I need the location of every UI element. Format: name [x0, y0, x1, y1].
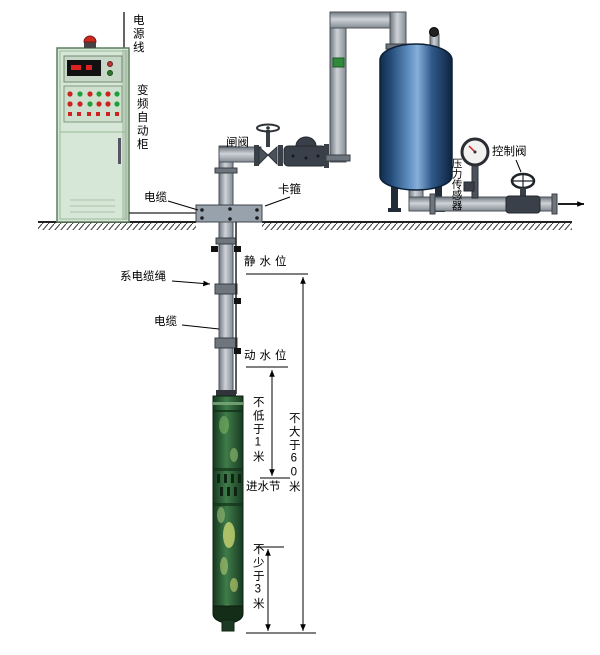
outlet-line: [408, 137, 584, 215]
pressure-sensor-icon: [463, 181, 475, 192]
check-valve-icon: [283, 136, 329, 168]
indicator-lights: [63, 85, 123, 123]
submersible-pump: [212, 390, 244, 632]
wellhead-piping: [214, 145, 262, 223]
dimension-min1m: [260, 370, 290, 479]
label-max-60m: 不大于60米: [287, 412, 300, 494]
tank-top-fitting: [429, 27, 440, 55]
display-panel: [63, 55, 123, 83]
riser-and-top-pipe: [325, 11, 411, 163]
label-gate-valve: 闸阀: [226, 137, 249, 149]
label-cable-lower: 电缆: [154, 316, 177, 328]
dimension-max60m: [246, 277, 316, 634]
leader-lines: [167, 159, 522, 330]
control-cabinet: [56, 35, 130, 223]
pressure-tank: [379, 27, 453, 212]
dimension-min3m: [256, 546, 284, 631]
label-min-1m: 不低于1米: [251, 396, 264, 464]
cable-line: [211, 222, 241, 394]
label-cable-upper: 电缆: [144, 192, 167, 204]
door-handle: [118, 138, 121, 164]
label-power-line: 电源线: [131, 14, 144, 55]
label-clamp: 卡箍: [278, 184, 301, 196]
control-valve-icon: [505, 172, 541, 214]
label-control-valve: 控制阀: [492, 146, 527, 158]
label-pressure-sensor: 压力传感器: [450, 158, 463, 211]
pressure-gauge-icon: [460, 137, 490, 199]
alarm-beacon-icon: [83, 35, 97, 48]
label-static-water-level: 静水位: [244, 256, 291, 268]
drop-pipe: [211, 221, 241, 395]
ground-line: [38, 221, 572, 230]
gate-valve-icon: [254, 123, 283, 166]
label-water-inlet: 进水节: [246, 481, 281, 493]
pump-inlet-slots: [217, 474, 241, 496]
label-cable-rope: 系电缆绳: [120, 271, 166, 283]
label-dynamic-water-level: 动水位: [244, 350, 291, 362]
well-seal-plate: [195, 204, 263, 223]
label-vfd-cabinet: 变频自动柜: [135, 84, 148, 152]
pipe-sticker: [332, 57, 345, 68]
label-min-3m: 不少于3米: [251, 543, 264, 611]
